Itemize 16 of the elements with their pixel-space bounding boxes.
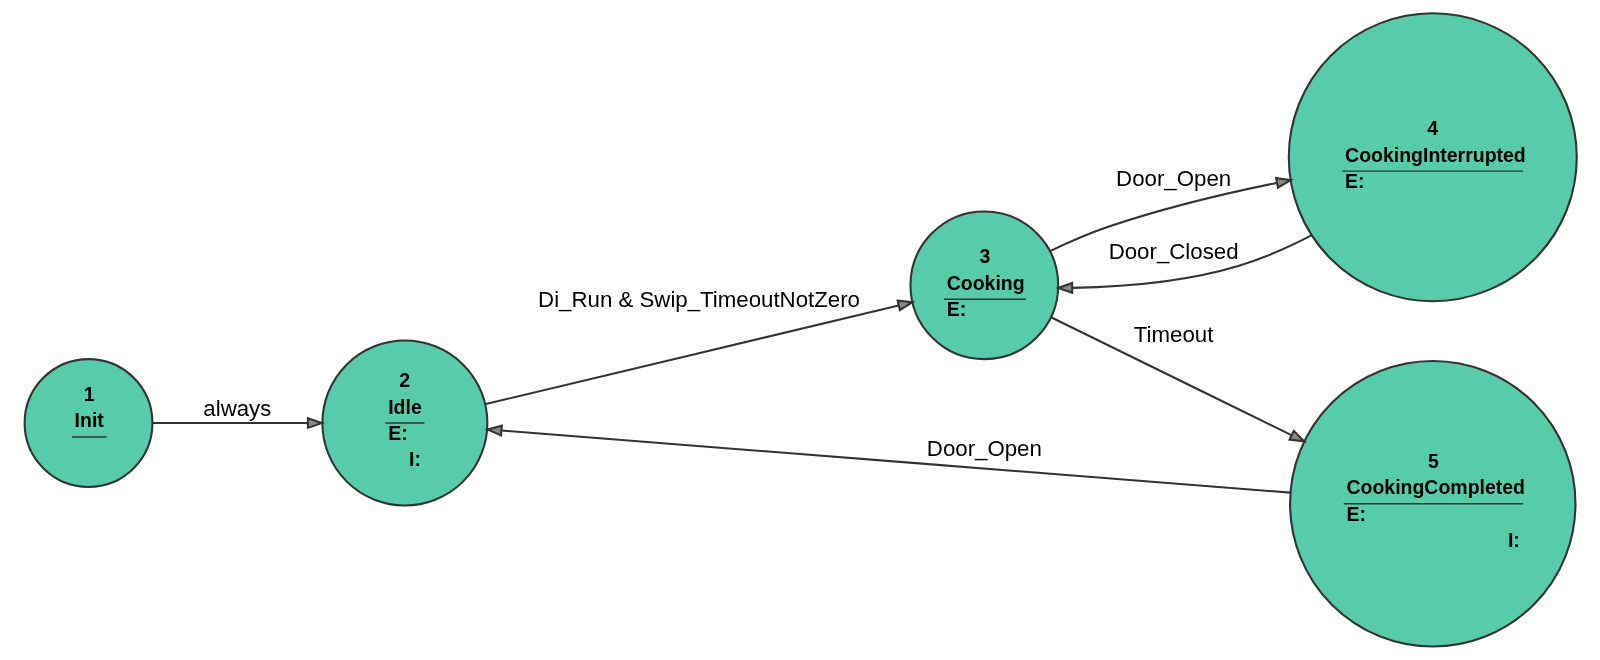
arrow [1054,234,1312,295]
arrow [483,424,1290,494]
edge-label: Timeout [1133,322,1213,348]
edge-label: Door_Closed [1108,238,1239,264]
node-circle: 2 Idle E: I: [320,339,488,507]
edge-label: Di_Run & Swip_TimeoutNotZero [537,287,860,313]
edge-label: Door_Open [1115,166,1231,192]
node-circle: 1 Init [23,358,153,488]
node-circle: 4 CookingInterrupted E: [1287,12,1578,303]
arrow [485,299,915,406]
edge-label: Door_Open [926,436,1042,462]
node-circle: 3 Cooking E: [908,210,1059,361]
edge-label: always [202,395,271,421]
arrow [1049,176,1294,253]
arrow [1050,316,1307,443]
arrow [152,416,325,430]
